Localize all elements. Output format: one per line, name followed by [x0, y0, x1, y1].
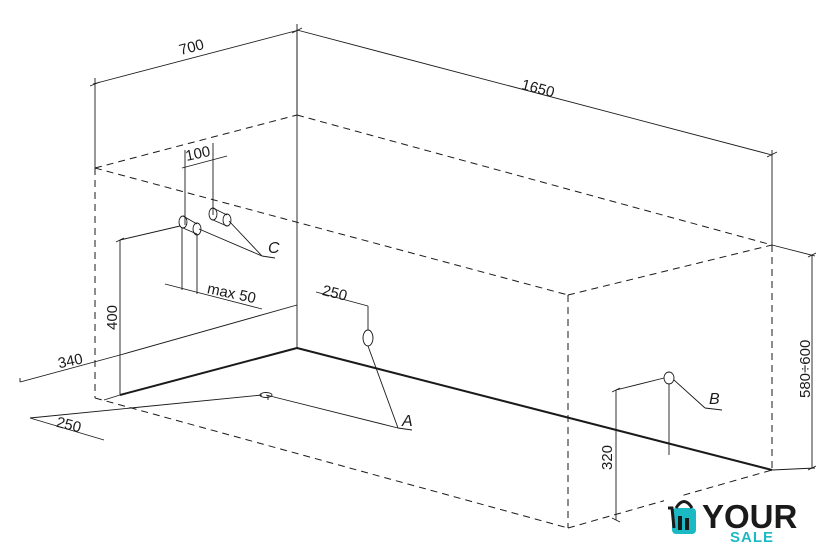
dimension-height-320: 320 — [599, 387, 621, 523]
dimension-length: 1650 — [296, 29, 778, 245]
dimension-pipe-offset-label: max 50 — [206, 280, 258, 307]
wall-corner — [103, 30, 773, 471]
dimension-drain-offset-label: 250 — [320, 282, 348, 305]
tub-outline — [94, 114, 773, 529]
dimension-width: 700 — [89, 24, 303, 168]
dimension-height-400-label: 400 — [104, 305, 121, 330]
label-c: C — [268, 240, 280, 257]
logo-text-sub: SALE — [730, 529, 775, 546]
dimension-height-range-label: 580÷600 — [797, 340, 814, 398]
dimension-pipe-spacing-label: 100 — [184, 143, 212, 165]
dimension-width-label: 700 — [177, 36, 206, 59]
logo-text-main: YOUR — [702, 498, 798, 535]
drain-outlet: 250 A — [265, 282, 413, 431]
dimension-340: 340 — [19, 304, 298, 383]
shopping-bag-icon — [668, 500, 696, 534]
dimension-length-label: 1650 — [520, 76, 557, 101]
yoursale-logo: YOUR SALE — [664, 496, 840, 553]
dimension-height-range: 580÷600 — [771, 244, 817, 471]
dimension-height-320-label: 320 — [599, 445, 616, 470]
label-a: A — [401, 413, 413, 430]
dimension-height-400: 400 — [104, 225, 181, 395]
dimension-250-left: 250 — [29, 392, 273, 441]
dimension-250-left-label: 250 — [54, 414, 82, 437]
label-b: B — [709, 391, 720, 408]
dimension-340-label: 340 — [56, 350, 84, 372]
dimension-pipe-spacing: 100 — [181, 143, 228, 225]
water-pipes: C — [178, 207, 280, 259]
overflow-outlet: B — [615, 371, 723, 455]
